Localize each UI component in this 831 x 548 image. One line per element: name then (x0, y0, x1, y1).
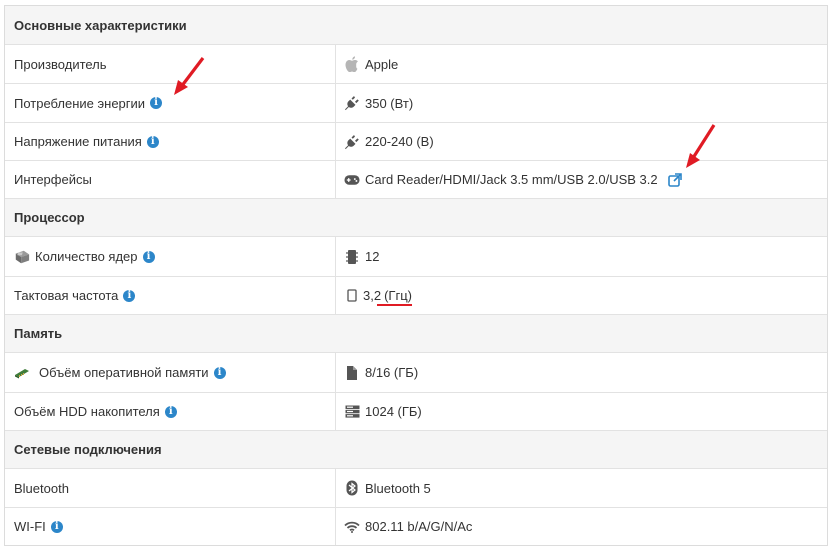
spec-value: 350 (Вт) (365, 95, 414, 111)
spec-value-number: 3,2 (363, 288, 382, 303)
spec-label: Объём HDD накопителя (14, 404, 160, 419)
spec-row-hdd: Объём HDD накопителя i 1024 (ГБ) (5, 392, 827, 430)
plug-icon (344, 134, 360, 150)
section-title: Основные характеристики (14, 17, 187, 33)
spec-label: WI-FI (14, 519, 46, 534)
cpu-icon (14, 249, 30, 265)
spec-label: Производитель (14, 56, 107, 72)
spec-label: Bluetooth (14, 480, 69, 496)
section-title: Память (14, 326, 63, 341)
spec-value: 8/16 (ГБ) (365, 365, 419, 380)
spec-label: Напряжение питания (14, 134, 142, 149)
section-header-processor: Процессор (5, 198, 827, 236)
spec-label: Тактовая частота (14, 288, 119, 303)
spec-value: 802.11 b/A/G/N/Ac (365, 519, 473, 534)
info-icon[interactable]: i (146, 135, 159, 148)
annotation-underline (377, 304, 412, 306)
section-title: Процессор (14, 210, 85, 225)
section-header-main: Основные характеристики (5, 6, 827, 44)
spec-value-unit: (Ггц) (384, 288, 412, 303)
section-header-network: Сетевые подключения (5, 430, 827, 468)
spec-row-cores: Количество ядер i 12 (5, 236, 827, 276)
spec-row-ram: Объём оперативной памяти i 8/16 (ГБ) (5, 352, 827, 392)
spec-row-power: Потребление энергии i 350 (Вт) (5, 83, 827, 122)
spec-value: Apple (365, 56, 399, 72)
spec-row-wifi: WI-FI i 802.11 b/A/G/N/Ac (5, 507, 827, 545)
section-title: Сетевые подключения (14, 442, 162, 457)
gamepad-icon (344, 172, 360, 188)
ram-icon (14, 365, 30, 381)
section-header-memory: Память (5, 314, 827, 352)
file-icon (344, 365, 360, 381)
wifi-icon (344, 519, 360, 535)
specs-table: Основные характеристики Производитель Ap… (4, 5, 828, 546)
spec-row-manufacturer: Производитель Apple (5, 44, 827, 83)
spec-label: Интерфейсы (14, 172, 92, 187)
spec-row-bluetooth: Bluetooth Bluetooth 5 (5, 468, 827, 507)
spec-value: Card Reader/HDMI/Jack 3.5 mm/USB 2.0/USB… (365, 172, 658, 187)
spec-value: 1024 (ГБ) (365, 404, 422, 419)
annotation-arrow (174, 57, 205, 95)
plug-icon (344, 95, 360, 111)
info-icon[interactable]: i (164, 405, 177, 418)
server-icon (344, 404, 360, 420)
spec-value: 12 (365, 249, 380, 264)
spec-row-voltage: Напряжение питания i 220-240 (В) (5, 122, 827, 160)
spec-label: Количество ядер (35, 249, 138, 264)
spec-row-interfaces: Интерфейсы Card Reader/HDMI/Jack 3.5 mm/… (5, 160, 827, 198)
apple-icon (344, 56, 360, 72)
spec-value: Bluetooth 5 (365, 480, 431, 496)
chip-icon (344, 249, 360, 265)
spec-label: Потребление энергии (14, 95, 146, 111)
spec-value: 220-240 (В) (365, 134, 434, 149)
external-link-icon[interactable] (667, 172, 682, 187)
info-icon[interactable]: i (142, 250, 155, 263)
info-icon[interactable]: i (213, 366, 226, 379)
spec-label: Объём оперативной памяти (39, 365, 209, 380)
info-icon[interactable]: i (50, 520, 63, 533)
info-icon[interactable]: i (123, 289, 136, 302)
info-icon[interactable]: i (150, 97, 163, 109)
spec-row-clock: Тактовая частота i 3,2 (Ггц) (5, 276, 827, 314)
tablet-icon (344, 288, 360, 304)
annotation-arrow (686, 124, 716, 168)
bluetooth-icon (344, 480, 360, 496)
